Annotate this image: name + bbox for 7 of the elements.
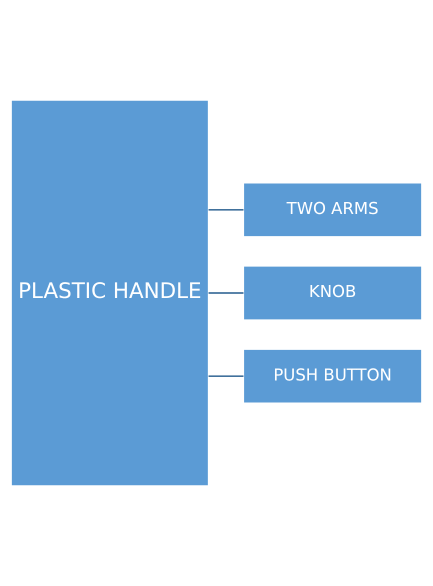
connector bbox=[208, 209, 244, 211]
connector bbox=[208, 292, 244, 294]
connector bbox=[208, 375, 244, 377]
node-box: TWO ARMS bbox=[243, 182, 422, 237]
node-box: KNOB bbox=[243, 266, 422, 320]
node-box: PUSH BUTTON bbox=[243, 349, 422, 404]
node-box: PLASTIC HANDLE bbox=[11, 100, 209, 486]
